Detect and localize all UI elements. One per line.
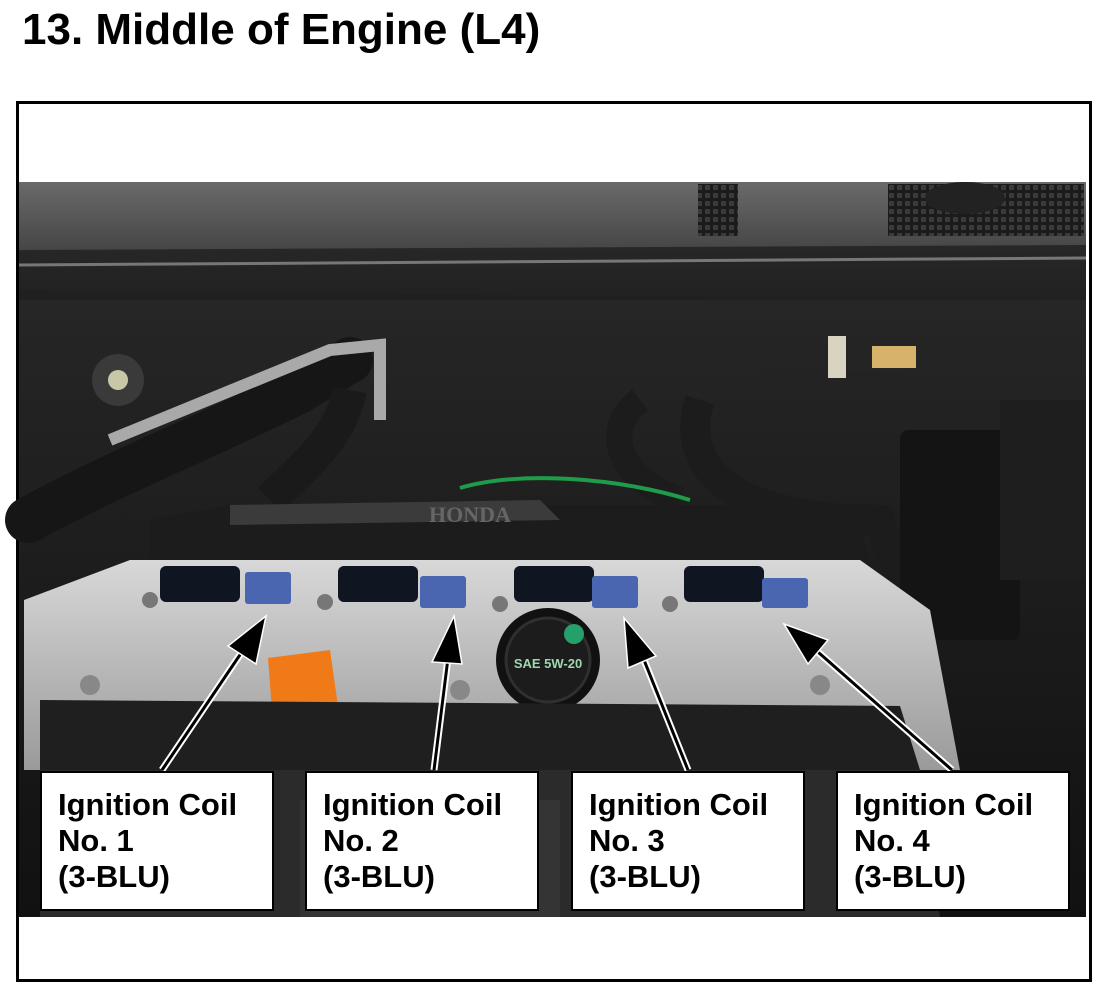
callout-ignition-coil-1: Ignition Coil No. 1 (3-BLU) [40, 771, 274, 911]
coil-body-2 [338, 566, 418, 602]
coil-connector-3 [592, 576, 638, 608]
arrow-coil-1 [159, 614, 268, 772]
callout-line3: (3-BLU) [589, 859, 701, 894]
cowl-grille-left [698, 184, 738, 236]
orange-clip [268, 650, 338, 710]
hose-fitting [872, 346, 916, 368]
arrow-coil-2 [430, 613, 463, 771]
callout-line1: Ignition Coil [323, 787, 503, 822]
callout-ignition-coil-4: Ignition Coil No. 4 (3-BLU) [836, 771, 1070, 911]
engine-cover-text: HONDA [429, 502, 511, 527]
callout-line2: No. 1 [58, 823, 134, 858]
coil-body-1 [160, 566, 240, 602]
arrow-coil-4 [782, 622, 955, 773]
coil-connector-2 [420, 576, 466, 608]
oil-cap-text: SAE 5W-20 [514, 656, 582, 671]
page-title: 13. Middle of Engine (L4) [22, 5, 541, 54]
callout-line1: Ignition Coil [589, 787, 769, 822]
callout-line3: (3-BLU) [854, 859, 966, 894]
ground-wire [459, 476, 691, 502]
intake-cover [40, 700, 920, 770]
coil-connector-1 [245, 572, 291, 604]
coil-connector-4 [762, 578, 808, 608]
callout-line1: Ignition Coil [58, 787, 238, 822]
callout-line2: No. 4 [854, 823, 930, 858]
callout-line3: (3-BLU) [58, 859, 170, 894]
coil-body-4 [684, 566, 764, 602]
fuse-box [900, 430, 1020, 640]
callout-line3: (3-BLU) [323, 859, 435, 894]
callout-line2: No. 2 [323, 823, 399, 858]
ac-line [107, 338, 386, 446]
callout-line1: Ignition Coil [854, 787, 1034, 822]
arrow-coil-3 [623, 615, 692, 772]
coil-body-3 [514, 566, 594, 602]
callout-ignition-coil-2: Ignition Coil No. 2 (3-BLU) [305, 771, 539, 911]
callout-ignition-coil-3: Ignition Coil No. 3 (3-BLU) [571, 771, 805, 911]
heater-hose-left [5, 337, 373, 543]
callout-line2: No. 3 [589, 823, 665, 858]
